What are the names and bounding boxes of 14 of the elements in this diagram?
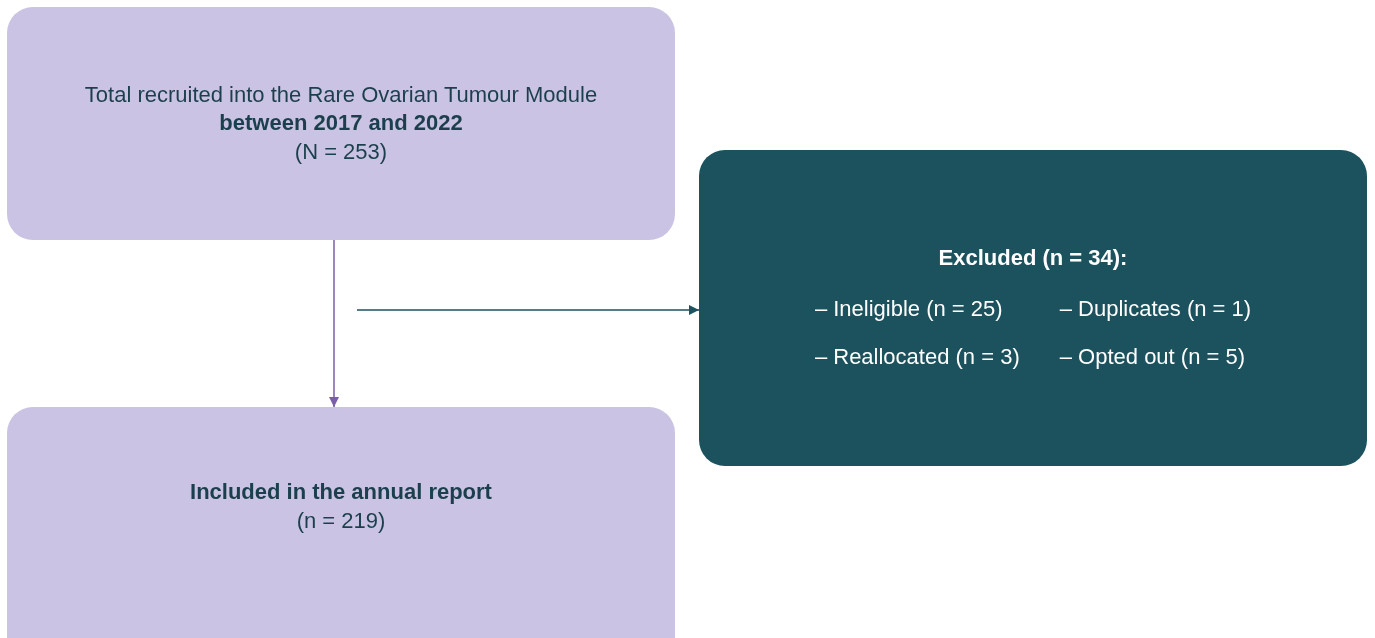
list-item: – Opted out (n = 5) (1059, 343, 1246, 372)
list-item: – Reallocated (n = 3) (814, 343, 1020, 372)
process-box (7, 7, 675, 240)
box-text: Total recruited into the Rare Ovarian Tumour Module between 2017 and 2022 (83, 80, 599, 138)
arrow (329, 239, 339, 408)
process-box (7, 407, 675, 638)
count-text: (n = 219) (296, 507, 386, 535)
process-box (699, 150, 1367, 466)
list-item: – Ineligible (n = 25) (814, 294, 1004, 323)
count-text: (N = 253) (294, 137, 388, 166)
box-heading: Excluded (n = 34): (938, 244, 1128, 273)
list-item: – Duplicates (n = 1) (1059, 294, 1252, 323)
arrow (356, 305, 700, 315)
box-text: Included in the annual report (190, 478, 492, 507)
